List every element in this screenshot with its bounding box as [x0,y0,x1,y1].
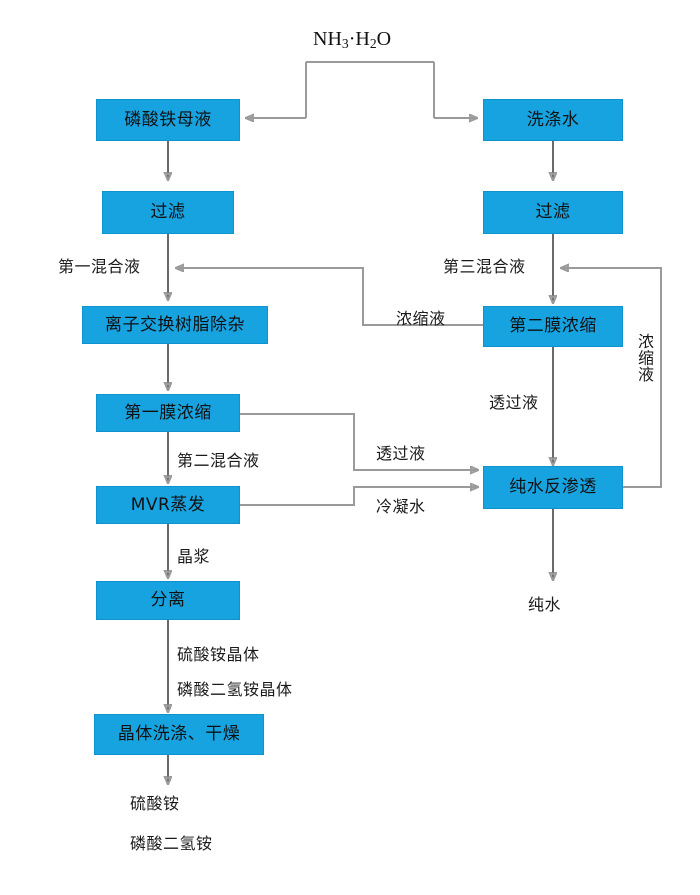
output-pure-water: 纯水 [528,595,562,614]
node-filter-right[interactable]: 过滤 [483,191,623,234]
node-separation[interactable]: 分离 [96,581,240,620]
label-permeate-first-membrane: 透过液 [376,444,426,463]
label-crystal-slurry: 晶浆 [177,547,211,566]
reagent-formula: NH3·H2O [313,28,392,51]
label-condensate: 冷凝水 [376,497,426,516]
label-second-mixed-liquor: 第二混合液 [177,451,260,470]
label-ammonium-sulfate-crystal: 硫酸铵晶体 [177,645,260,664]
node-crystal-wash-dry[interactable]: 晶体洗涤、干燥 [94,714,264,755]
label-mono-ammonium-phosphate-crystal: 磷酸二氢铵晶体 [177,680,293,699]
node-fe-phosphate-mother-liquor[interactable]: 磷酸铁母液 [96,99,240,141]
label-first-mixed-liquor: 第一混合液 [58,257,141,276]
wire-permeate-to-reverse-osmosis [240,413,478,470]
node-mvr-evaporation[interactable]: MVR蒸发 [96,486,240,524]
label-permeate-second-membrane: 透过液 [489,393,539,412]
node-wash-water[interactable]: 洗涤水 [483,99,623,141]
node-pure-water-reverse-osmosis[interactable]: 纯水反渗透 [483,466,623,509]
wire-condensate-to-reverse-osmosis [240,487,478,506]
label-concentrate-recycle-vertical: 浓缩液 [635,333,654,383]
output-mono-ammonium-phosphate: 磷酸二氢铵 [130,834,213,853]
node-filter-left[interactable]: 过滤 [102,191,234,234]
output-ammonium-sulfate: 硫酸铵 [130,794,180,813]
node-first-membrane-concentration[interactable]: 第一膜浓缩 [96,394,240,432]
node-second-membrane-concentration[interactable]: 第二膜浓缩 [483,306,623,347]
label-third-mixed-liquor: 第三混合液 [443,257,526,276]
label-concentrate-to-first-mixed: 浓缩液 [396,309,446,328]
node-ion-exchange-resin[interactable]: 离子交换树脂除杂 [82,306,268,344]
